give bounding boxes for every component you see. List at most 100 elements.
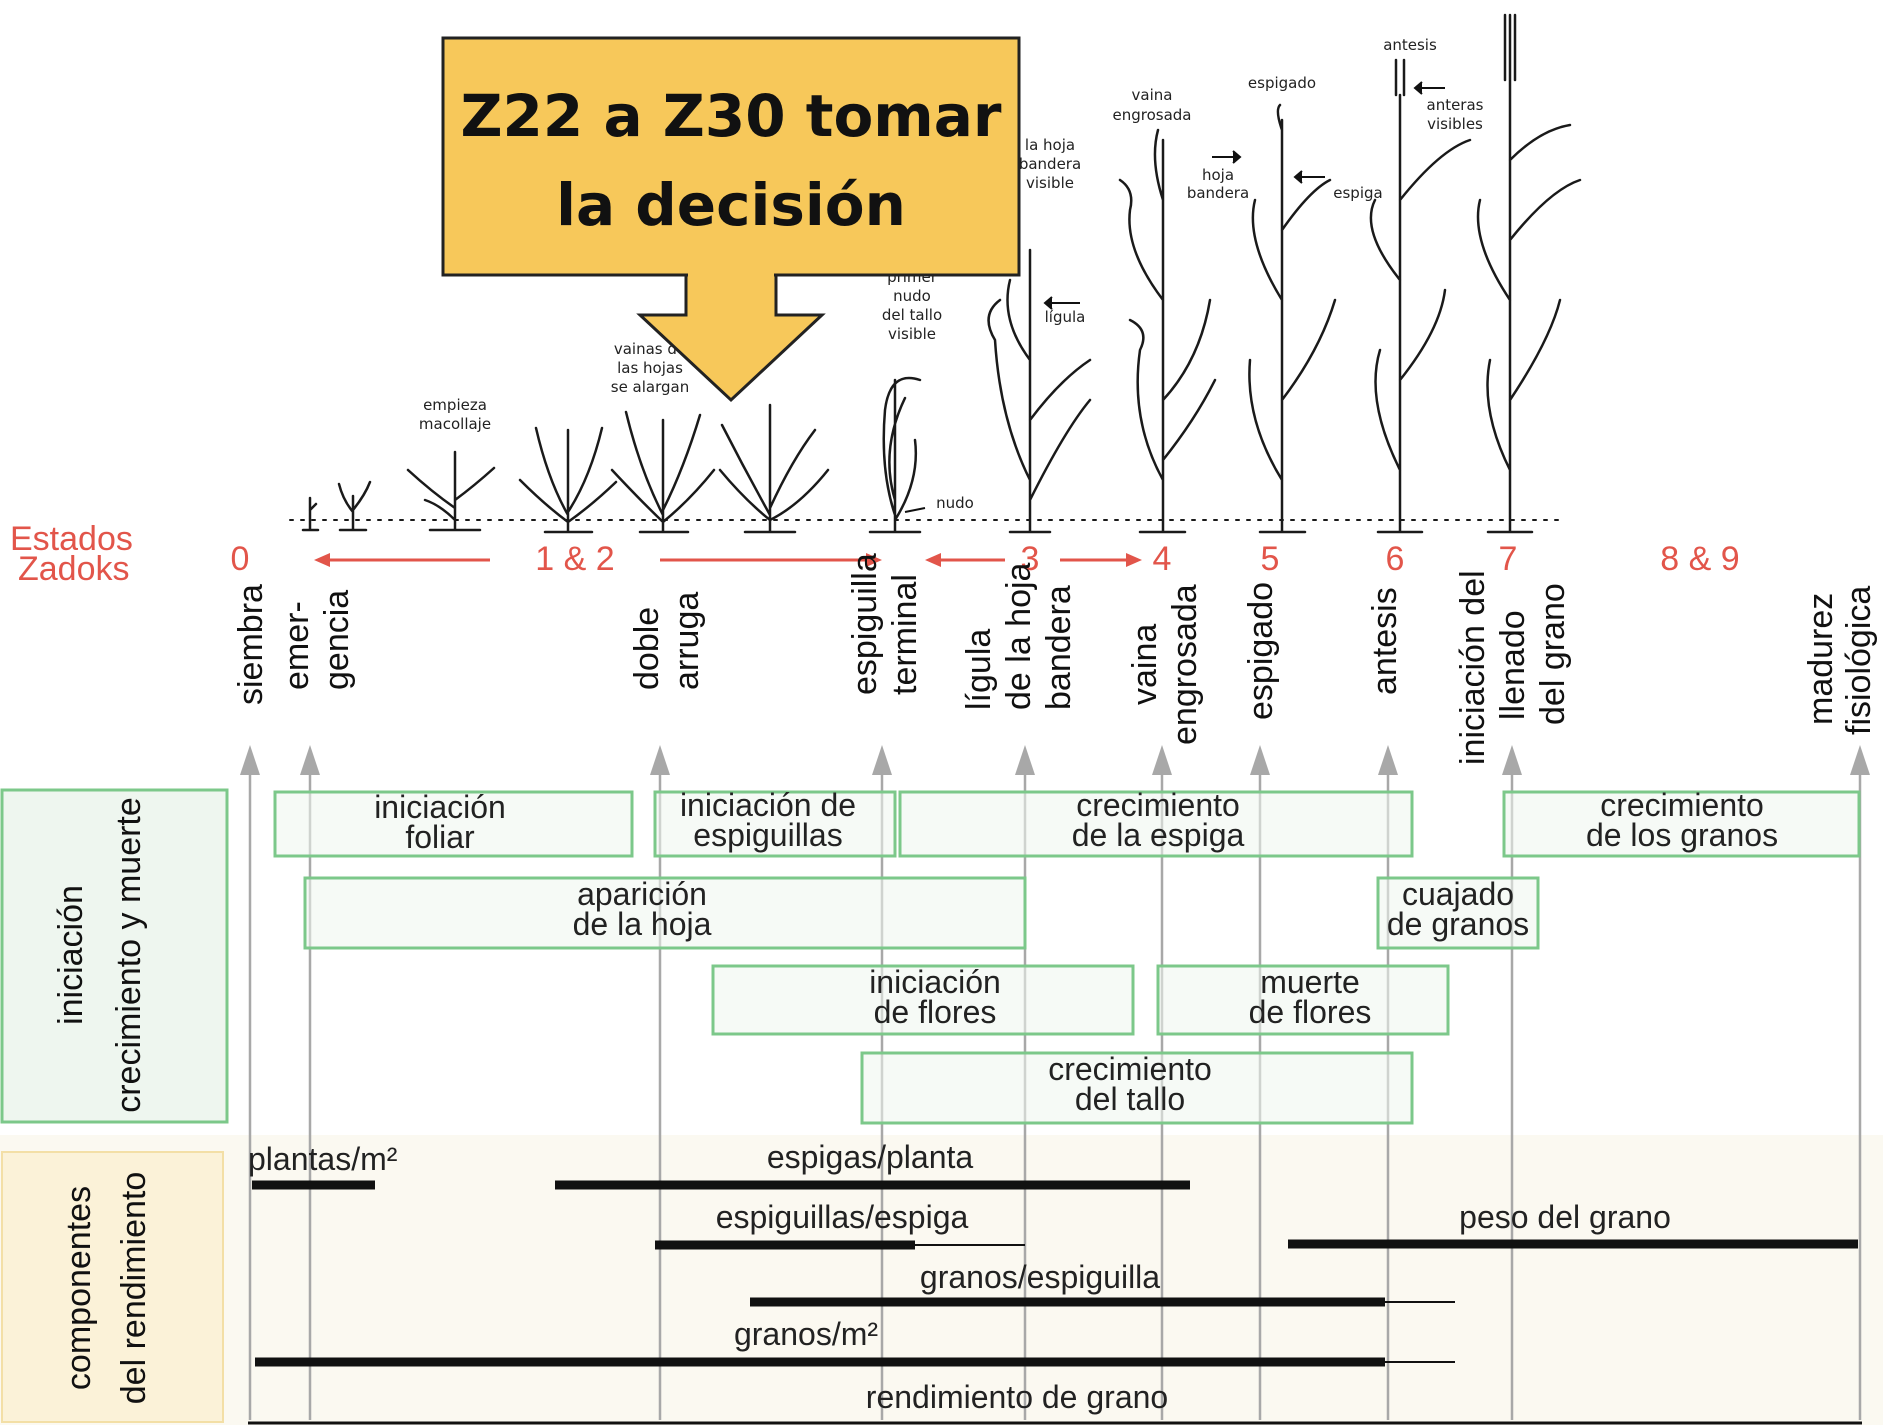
event-llenado-2: llenado <box>1494 610 1532 720</box>
box-iniciacion-foliar <box>273 790 634 858</box>
zadoks-stage-8-9: 8 & 9 <box>1660 540 1739 578</box>
plant-five <box>610 410 716 534</box>
proc-muerte-flores-2: de flores <box>1249 994 1372 1030</box>
component-thin-lines <box>248 1244 1862 1425</box>
label-empieza: empieza <box>423 396 487 414</box>
proc-iniciacion-espiguillas-1: iniciación de <box>680 787 856 823</box>
box-aparicion-hoja <box>303 876 1027 950</box>
plant-emergence <box>337 480 372 532</box>
proc-crecimiento-tallo-1: crecimiento <box>1048 1051 1212 1087</box>
section-iniciacion-2: crecimiento y muerte <box>110 797 148 1113</box>
proc-iniciacion-flores-2: de flores <box>874 994 997 1030</box>
label-anteras: anteras <box>1427 96 1484 114</box>
plant-grain-fill <box>1476 13 1582 534</box>
zadoks-stage-6: 6 <box>1386 540 1405 578</box>
event-emergencia-2: gencia <box>318 590 356 690</box>
proc-iniciacion-foliar-2: foliar <box>405 819 475 855</box>
label-bandera-2: bandera <box>1187 184 1249 202</box>
proc-crecimiento-granos-2: de los granos <box>1586 817 1778 853</box>
zadoks-stage-5: 5 <box>1261 540 1280 578</box>
comp-espiguillas-espiga: espiguillas/espiga <box>716 1199 969 1235</box>
comp-espigas-planta: espigas/planta <box>767 1139 974 1175</box>
proc-cuajado-granos-1: cuajado <box>1402 876 1514 912</box>
label-la-hoja: la hoja <box>1025 136 1075 154</box>
plant-tillering <box>406 450 496 532</box>
event-fisiologica: fisiológica <box>1840 586 1878 735</box>
label-bandera-1: bandera <box>1019 155 1081 173</box>
proc-crecimiento-espiga-2: de la espiga <box>1072 817 1245 853</box>
event-engrosada: engrosada <box>1166 584 1204 745</box>
plant-heading <box>1248 103 1337 534</box>
zadoks-stage-7: 7 <box>1499 540 1518 578</box>
proc-cuajado-granos-2: de granos <box>1387 906 1529 942</box>
box-crecimiento-espiga <box>898 790 1414 858</box>
event-terminal: terminal <box>886 574 924 695</box>
espiga-arrow-icon <box>1293 170 1325 184</box>
label-visibles: visibles <box>1427 115 1483 133</box>
anteras-arrow-icon <box>1413 81 1445 95</box>
label-nudo-2: nudo <box>936 494 974 512</box>
zadoks-stage-1-2: 1 & 2 <box>535 540 614 578</box>
ligula-arrow-icon <box>1043 296 1080 310</box>
label-pointer-arrows <box>904 81 1445 513</box>
label-del-tallo: del tallo <box>882 306 942 324</box>
arrowhead-left-icon-2 <box>925 553 941 567</box>
label-visible-1: visible <box>888 325 936 343</box>
nudo-arrow-icon <box>904 507 926 513</box>
plant-first-node <box>868 376 922 534</box>
box-crecimiento-granos <box>1502 790 1861 858</box>
label-engrosada: engrosada <box>1113 106 1192 124</box>
hoja-bandera-arrow-icon <box>1212 150 1242 164</box>
label-vainas-3: se alargan <box>611 378 690 396</box>
proc-crecimiento-granos-1: crecimiento <box>1600 787 1764 823</box>
section-iniciacion-1: iniciación <box>52 885 90 1025</box>
proc-iniciacion-flores-1: iniciación <box>869 964 1001 1000</box>
zadoks-label-zadoks: Zadoks <box>18 550 130 588</box>
label-vaina: vaina <box>1132 86 1173 104</box>
zadoks-stage-4: 4 <box>1153 540 1172 578</box>
wheat-plant-illustrations <box>289 13 1582 534</box>
event-espigado: espigado <box>1242 582 1280 720</box>
box-iniciacion-espiguillas <box>653 790 897 858</box>
decision-callout: Z22 a Z30 tomar la decisión <box>441 36 1021 403</box>
box-crecimiento-tallo <box>860 1051 1414 1125</box>
proc-crecimiento-tallo-2: del tallo <box>1075 1081 1185 1117</box>
label-espiga: espiga <box>1333 184 1382 202</box>
label-ligula: lígula <box>1045 308 1086 326</box>
event-ligula-2: de la hoja <box>1000 562 1038 710</box>
zadoks-stage-3: 3 <box>1021 540 1040 578</box>
section-componentes-1: componentes <box>60 1186 98 1390</box>
plant-flag-leaf <box>987 248 1092 534</box>
event-antesis: antesis <box>1366 587 1404 695</box>
componentes-section-box <box>1 1151 224 1423</box>
proc-crecimiento-espiga-1: crecimiento <box>1076 787 1240 823</box>
arrowhead-left-icon <box>314 553 330 567</box>
label-vainas-2: las hojas <box>617 359 683 377</box>
label-espigado: espigado <box>1248 74 1316 92</box>
event-emergencia-1: emer- <box>278 601 316 690</box>
plant-six <box>718 403 830 534</box>
callout-line-1: Z22 a Z30 tomar <box>460 82 1001 150</box>
comp-rendimiento-grano: rendimiento de grano <box>866 1379 1168 1415</box>
label-hoja: hoja <box>1202 166 1234 184</box>
proc-iniciacion-espiguillas-2: espiguillas <box>693 817 842 853</box>
event-madurez: madurez <box>1802 593 1840 725</box>
proc-muerte-flores-1: muerte <box>1260 964 1360 1000</box>
plant-booting <box>1118 128 1217 534</box>
zadoks-range-arrows <box>314 553 1142 567</box>
process-boxes <box>273 790 1861 1125</box>
proc-iniciacion-foliar-1: iniciación <box>374 789 506 825</box>
box-iniciacion-flores <box>711 964 1135 1036</box>
comp-plantas-m2: plantas/m² <box>248 1141 398 1177</box>
event-espiguilla: espiguilla <box>846 553 884 695</box>
plant-seed <box>301 496 320 532</box>
zadoks-stage-0: 0 <box>231 540 250 578</box>
label-visible-2: visible <box>1026 174 1074 192</box>
event-llenado-1: iniciación del <box>1454 570 1492 765</box>
plant-four <box>518 426 618 534</box>
comp-granos-espiguilla: granos/espiguilla <box>920 1259 1160 1295</box>
section-componentes-2: del rendimiento <box>115 1172 153 1404</box>
comp-granos-m2: granos/m² <box>734 1316 878 1352</box>
callout-arrow-joint <box>688 270 774 280</box>
